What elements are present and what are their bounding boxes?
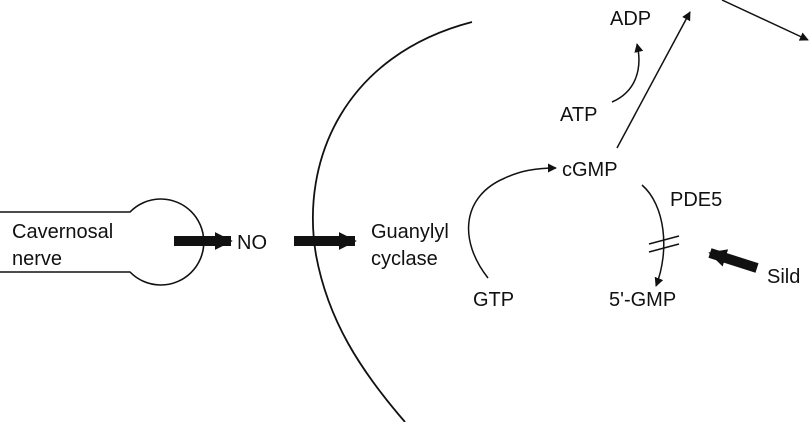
arrow-cgmp-to-5gmp bbox=[641, 184, 665, 287]
label-atp: ATP bbox=[560, 104, 597, 126]
inhibition-bar-2 bbox=[648, 243, 680, 253]
label-nerve: nerve bbox=[12, 248, 62, 270]
label-5gmp: 5'-GMP bbox=[609, 289, 676, 311]
label-guanylyl: Guanylyl bbox=[371, 221, 449, 243]
label-adp: ADP bbox=[610, 8, 651, 30]
label-gtp: GTP bbox=[473, 289, 514, 311]
arrow-gtp-to-cgmp bbox=[467, 163, 557, 279]
arrow-atp-to-adp bbox=[611, 43, 644, 103]
arrow-top-right bbox=[721, 0, 809, 41]
label-cavernosal: Cavernosal bbox=[12, 221, 113, 243]
inhibition-bar-1 bbox=[648, 235, 680, 245]
cell-membrane bbox=[312, 21, 473, 422]
arrow-cgmp-downstream bbox=[616, 11, 691, 149]
label-cyclase: cyclase bbox=[371, 248, 438, 270]
label-sildenafil: Sild bbox=[767, 266, 800, 288]
arrow-sildenafil-inhibit bbox=[708, 248, 759, 273]
label-cgmp: cGMP bbox=[562, 159, 618, 181]
label-no: NO bbox=[237, 232, 267, 254]
label-pde5: PDE5 bbox=[670, 189, 722, 211]
